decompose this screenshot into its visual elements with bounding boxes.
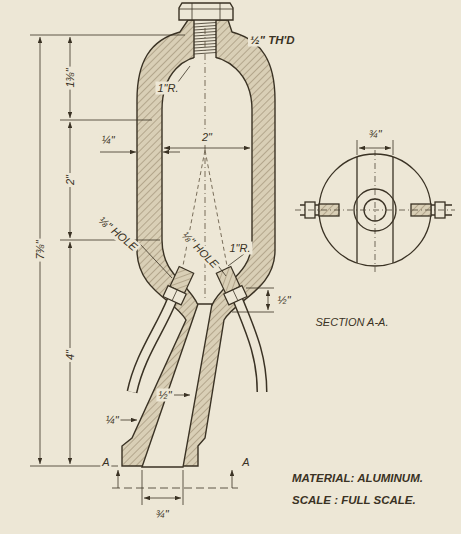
material-note: MATERIAL: ALUMINUM. xyxy=(290,472,425,485)
dimension-label: ½" xyxy=(275,294,292,307)
drawing-stroke xyxy=(179,9,233,10)
dimension-label: ¼" xyxy=(99,134,116,147)
drawing-stroke xyxy=(163,286,186,305)
drawing-stroke xyxy=(359,148,391,149)
hole-note: ⅛" HOLE xyxy=(95,213,142,255)
drawing-stroke xyxy=(357,140,358,155)
thread-line xyxy=(194,35,216,37)
dimension-label: 2" xyxy=(200,131,214,144)
drawing-stroke xyxy=(238,300,262,392)
drawing-stroke xyxy=(268,290,269,310)
drawing-stroke xyxy=(120,420,137,421)
drawing-stroke xyxy=(174,395,190,396)
drawing-stroke xyxy=(172,290,177,301)
drawing-stroke xyxy=(192,3,193,20)
drawing-stroke xyxy=(118,470,119,488)
dimension-label: 1⅜" xyxy=(64,66,77,89)
injector-fitting xyxy=(163,266,195,305)
drawing-stroke xyxy=(163,152,180,153)
motor-body xyxy=(122,3,275,467)
chamber-wall xyxy=(122,20,275,466)
drawing-stroke xyxy=(30,35,185,36)
scale-note: SCALE : FULL SCALE. xyxy=(290,494,418,507)
injector-tubes xyxy=(132,300,262,392)
drawing-stroke xyxy=(233,290,238,301)
section-title: SECTION A-A. xyxy=(314,316,391,329)
drawing-stroke xyxy=(224,286,247,305)
radius-label: 1"R. xyxy=(227,242,252,255)
thread-line xyxy=(194,26,216,28)
drawing-stroke xyxy=(393,140,394,155)
drawing-stroke xyxy=(132,300,172,392)
drawing-stroke xyxy=(178,66,190,82)
thread-note: ½" TH'D xyxy=(248,34,297,47)
center-lines xyxy=(178,28,232,300)
drawing-stroke xyxy=(60,240,160,241)
section-a-a xyxy=(295,140,455,272)
dimension-label: ½" xyxy=(156,389,173,402)
drawing-stroke xyxy=(232,470,233,488)
thread-line xyxy=(194,53,216,55)
drawing-stroke xyxy=(238,300,262,392)
dimension-label: 7⅜" xyxy=(34,238,47,261)
drawing-stroke xyxy=(140,244,172,278)
dimension-label: ¾" xyxy=(366,128,383,141)
drawing-stroke xyxy=(295,210,455,211)
drawing-stroke xyxy=(112,488,238,489)
drawing-stroke xyxy=(60,120,152,121)
drawing-stroke xyxy=(194,23,216,55)
drawing-stroke xyxy=(132,300,172,392)
dimension-lines xyxy=(30,35,274,505)
drawing-stroke xyxy=(220,3,221,20)
drawing-stroke xyxy=(142,470,143,505)
hole-note: ⅛" HOLE xyxy=(178,228,223,273)
drawing-stroke xyxy=(183,470,184,505)
neck-bore xyxy=(194,19,216,59)
drawing-stroke xyxy=(375,150,376,272)
drawing-stroke xyxy=(144,498,181,499)
drawing-stroke xyxy=(392,157,393,263)
drawing-stroke xyxy=(228,254,244,266)
section-marker: A xyxy=(100,456,111,469)
dimension-label: ¼" xyxy=(103,414,120,427)
section-marker: A xyxy=(240,456,251,469)
dimension-label: 4" xyxy=(64,348,77,362)
drawing-stroke xyxy=(232,312,274,313)
drawing-stroke xyxy=(100,152,136,153)
drawing-stroke xyxy=(246,288,274,289)
injector-fitting xyxy=(214,266,246,305)
dimension-label: ¾" xyxy=(153,508,170,521)
thread-line xyxy=(194,23,216,25)
dimension-label: 2" xyxy=(64,173,77,187)
drawing-stroke xyxy=(164,148,250,149)
radius-label: 1"R. xyxy=(155,82,180,95)
top-plug xyxy=(179,3,233,20)
